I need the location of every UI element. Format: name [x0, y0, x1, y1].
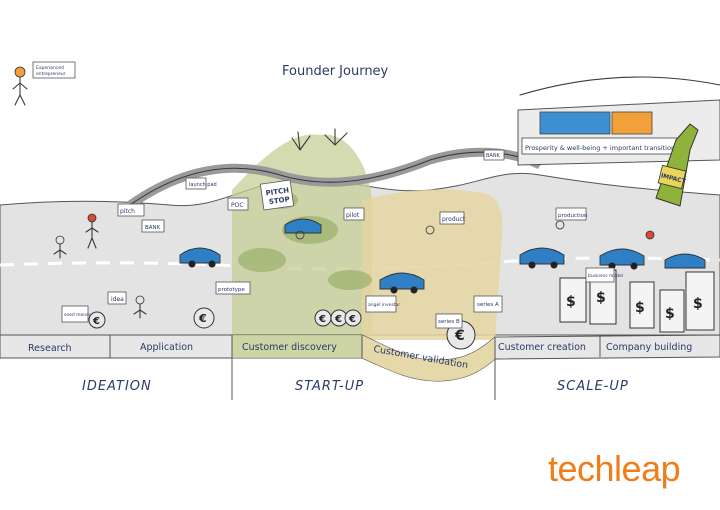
poc-sign: POC [231, 202, 244, 209]
techleap-logo: techleap [548, 448, 681, 489]
svg-text:$: $ [596, 290, 606, 306]
svg-text:$: $ [665, 306, 675, 322]
svg-text:€: € [348, 314, 356, 325]
series-a-sign: series A [477, 302, 499, 308]
signposts [32, 61, 615, 329]
seed-money-sign: seed money [64, 312, 92, 318]
svg-text:€: € [318, 314, 326, 325]
cars [179, 218, 706, 294]
stage-customer-discovery: Customer discovery [242, 342, 337, 353]
experienced-label: Experienced [36, 65, 64, 71]
pilot-sign: pilot [346, 212, 360, 219]
stage-customer-creation: Customer creation [498, 342, 586, 353]
phase-scaleup: SCALE-UP [557, 379, 629, 394]
angel-investor-sign: angel investor [368, 302, 400, 308]
svg-text:€: € [198, 312, 207, 325]
phase-ideation: IDEATION [82, 379, 152, 394]
product-sign: product [442, 216, 466, 223]
production-sign: production [558, 213, 588, 219]
ribbon-startup-tint [232, 335, 362, 358]
ribbon-dividers [109, 335, 601, 400]
validation-zone [362, 189, 503, 340]
prototype-sign: prototype [218, 287, 245, 293]
series-b-sign: series B [438, 319, 460, 325]
people-doodles [12, 66, 655, 319]
stage-company-building: Company building [606, 342, 692, 353]
svg-text:€: € [92, 316, 100, 327]
phase-startup: START-UP [295, 379, 364, 394]
svg-text:€: € [334, 314, 342, 325]
dollar-buildings: $ $ $ $ $ [559, 269, 715, 333]
stage-research: Research [28, 343, 72, 354]
champagne-bottle [655, 123, 699, 207]
stage-application: Application [140, 342, 193, 353]
launch-pad-sign: launch pad [189, 182, 217, 188]
pitch-sign: pitch [120, 208, 135, 215]
journey-title: Founder Journey [282, 64, 389, 79]
svg-text:$: $ [635, 300, 645, 316]
business-model-sign: business model [588, 273, 623, 279]
idea-sign: idea [111, 296, 124, 303]
stadium [517, 76, 720, 166]
svg-text:$: $ [693, 296, 703, 312]
bank-sign-a: BANK [486, 153, 501, 159]
ribbon-validation-tint [362, 335, 495, 382]
svg-text:€: € [454, 328, 465, 344]
prosperity-banner: Prosperity & well-being + important tran… [525, 144, 679, 152]
svg-text:$: $ [566, 294, 576, 310]
entrepreneur-label: entrepreneur [36, 71, 66, 77]
bank-sign-b: BANK [145, 225, 161, 231]
pitch-stop-sign-top: PITCH [265, 186, 290, 197]
pitch-stop-sign-bottom: STOP [268, 195, 290, 206]
